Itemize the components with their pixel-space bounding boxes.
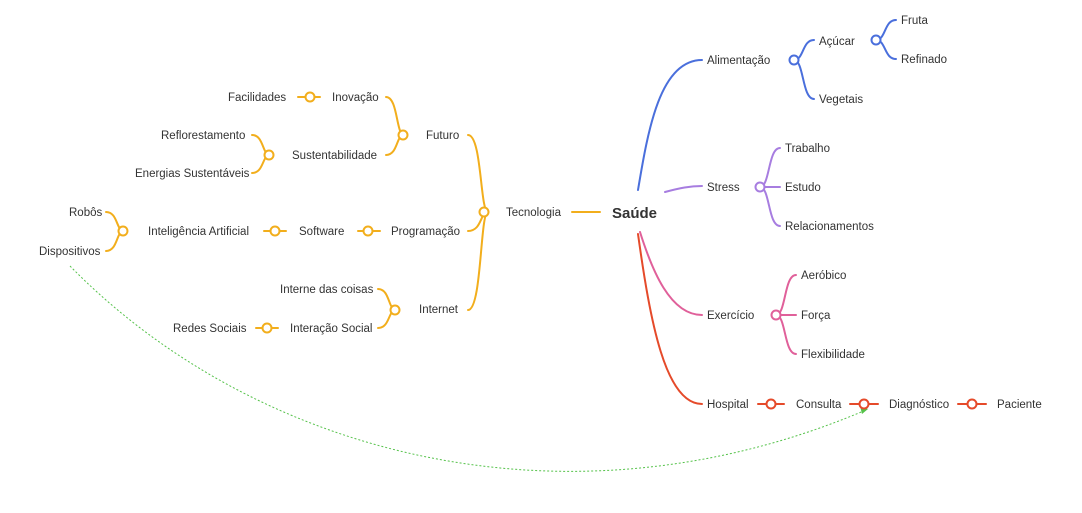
toggle-alimentacao[interactable] [788,54,800,66]
toggle-diagnostico[interactable] [966,398,978,410]
node-relacionamentos[interactable]: Relacionamentos [785,221,874,233]
node-consulta[interactable]: Consulta [796,399,842,411]
node-diagnostico[interactable]: Diagnóstico [889,399,949,411]
node-hospital[interactable]: Hospital [707,399,749,411]
node-robos[interactable]: Robôs [69,207,102,219]
node-sustentabilidade[interactable]: Sustentabilidade [292,150,377,162]
toggle-futuro[interactable] [397,129,409,141]
toggle-programacao[interactable] [362,225,374,237]
node-futuro[interactable]: Futuro [426,130,459,142]
node-inovacao[interactable]: Inovação [332,92,379,104]
toggle-hospital[interactable] [765,398,777,410]
node-vegetais[interactable]: Vegetais [819,94,863,106]
edge-futuro-inovacao [385,96,405,136]
toggle-stress[interactable] [754,181,766,193]
node-ia[interactable]: Inteligência Artificial [148,226,249,238]
node-acucar[interactable]: Açúcar [819,36,855,48]
edge-exercicio-flexibilidade [775,314,797,355]
toggle-software[interactable] [269,225,281,237]
edge-stress-relacionamentos [759,186,781,227]
node-dispositivos[interactable]: Dispositivos [39,246,101,258]
node-iot[interactable]: Interne das coisas [280,284,374,296]
edge-tecnologia-futuro [467,134,489,213]
node-estudo[interactable]: Estudo [785,182,821,194]
node-redes[interactable]: Redes Sociais [173,323,247,335]
toggle-sustentabilidade[interactable] [263,149,275,161]
toggle-exercicio[interactable] [770,309,782,321]
node-stress[interactable]: Stress [707,182,740,194]
edge-alimentacao-vegetais [793,59,815,100]
node-internet[interactable]: Internet [419,304,459,316]
node-alimentacao[interactable]: Alimentação [707,55,770,67]
node-programacao[interactable]: Programação [391,226,460,238]
node-refinado[interactable]: Refinado [901,54,947,66]
node-paciente[interactable]: Paciente [997,399,1042,411]
edge-saude-hospital [637,233,703,405]
node-fruta[interactable]: Fruta [901,15,928,27]
edge-saude-exercicio [639,231,703,316]
toggle-tecnologia[interactable] [478,206,490,218]
node-reflorestamento[interactable]: Reflorestamento [161,130,245,142]
node-trabalho[interactable]: Trabalho [785,143,830,155]
edge-stress-trabalho [759,147,781,188]
link-dispositivos-diagnostico[interactable] [69,265,867,472]
toggle-consulta[interactable] [858,398,870,410]
node-saude[interactable]: Saúde [612,205,657,222]
toggle-acucar[interactable] [870,34,882,46]
node-energias[interactable]: Energias Sustentáveis [135,168,250,180]
toggle-internet[interactable] [389,304,401,316]
edge-saude-stress [664,185,703,193]
node-aerobico[interactable]: Aeróbico [801,270,846,282]
node-interacao[interactable]: Interação Social [290,323,372,335]
edge-exercicio-aerobico [775,274,797,316]
toggle-inovacao[interactable] [304,91,316,103]
node-forca[interactable]: Força [801,310,831,322]
node-flexibilidade[interactable]: Flexibilidade [801,349,865,361]
node-tecnologia[interactable]: Tecnologia [506,207,562,219]
node-facilidades[interactable]: Facilidades [228,92,286,104]
edge-saude-alimentacao [637,59,703,191]
node-exercicio[interactable]: Exercício [707,310,754,322]
toggle-ia[interactable] [117,225,129,237]
branch-exercicio [639,231,797,355]
toggle-interacao[interactable] [261,322,273,334]
node-software[interactable]: Software [299,226,344,238]
